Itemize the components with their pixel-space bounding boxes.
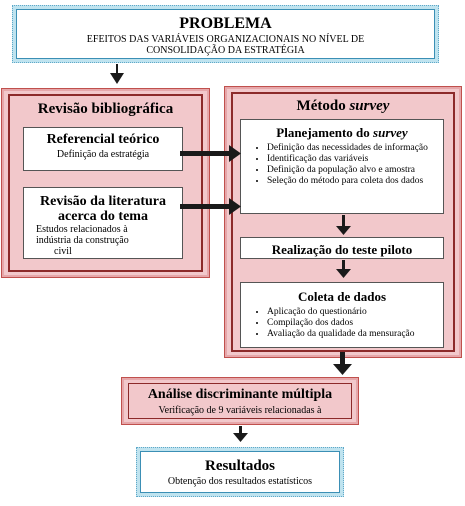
metodo-title: Método survey — [224, 98, 462, 115]
arrow-problema-head — [110, 73, 124, 84]
literatura-sub-3: civil — [54, 246, 72, 257]
literatura-sub-1: Estudos relacionados à — [36, 224, 128, 235]
arrow-problema-shaft — [116, 64, 118, 76]
arrow-analise-head — [233, 433, 248, 442]
teste-box: Realização do teste piloto — [240, 237, 444, 259]
arrow-literatura-shaft — [180, 204, 232, 209]
arrow-metodo-head — [333, 364, 352, 375]
planejamento-item-3: Definição da população alvo e amostra — [267, 165, 437, 176]
arrow-literatura-head — [229, 198, 241, 215]
resultados-inner: Resultados Obtenção dos resultados estat… — [140, 451, 340, 493]
resultados-subtitle: Obtenção dos resultados estatísticos — [167, 476, 313, 487]
problema-box: PROBLEMA EFEITOS DAS VARIÁVEIS ORGANIZAC… — [12, 5, 439, 63]
arrow-referencial-shaft — [180, 151, 232, 156]
problema-line1: EFEITOS DAS VARIÁVEIS ORGANIZACIONAIS NO… — [86, 34, 365, 45]
arrow-analise-shaft — [239, 426, 242, 436]
arrow-planejamento-head — [336, 226, 351, 235]
coleta-box: Coleta de dados Aplicação do questionári… — [240, 282, 444, 348]
resultados-box: Resultados Obtenção dos resultados estat… — [136, 447, 344, 497]
coleta-item-1: Aplicação do questionário — [267, 307, 443, 318]
referencial-subtitle: Definição da estratégia — [56, 149, 150, 160]
planejamento-list: Definição das necessidades de informação… — [241, 143, 443, 187]
problema-inner: PROBLEMA EFEITOS DAS VARIÁVEIS ORGANIZAC… — [16, 9, 435, 59]
literatura-title-2: acerca do tema — [58, 209, 148, 224]
problema-line2: CONSOLIDAÇÃO DA ESTRATÉGIA — [146, 45, 305, 56]
planejamento-box: Planejamento do survey Definição das nec… — [240, 119, 444, 214]
revisao-title: Revisão bibliográfica — [37, 101, 174, 117]
resultados-title: Resultados — [204, 458, 275, 474]
referencial-box: Referencial teórico Definição da estraté… — [23, 127, 183, 171]
planejamento-item-4: Seleção do método para coleta dos dados — [267, 176, 437, 187]
planejamento-item-1: Definição das necessidades de informação — [267, 143, 437, 154]
coleta-title: Coleta de dados — [297, 289, 387, 304]
coleta-list: Aplicação do questionário Compilação dos… — [241, 307, 443, 340]
analise-box — [121, 377, 359, 425]
analise-subtitle: Verificação de 9 variáveis relacionadas … — [158, 405, 322, 416]
problema-title: PROBLEMA — [179, 15, 272, 32]
coleta-item-3: Avaliação da qualidade da mensuração — [267, 329, 443, 340]
planejamento-title-prefix: Planejamento do — [276, 125, 374, 140]
teste-title: Realização do teste piloto — [271, 242, 413, 257]
arrow-planejamento-shaft — [342, 215, 345, 229]
planejamento-title-italic: survey — [373, 125, 408, 140]
planejamento-item-2: Identificação das variáveis — [267, 154, 437, 165]
literatura-sub-2: indústria da construção — [36, 235, 129, 246]
analise-title: Análise discriminante múltipla — [147, 387, 333, 402]
planejamento-title: Planejamento do survey — [241, 125, 443, 141]
metodo-panel-inner — [231, 92, 455, 352]
literatura-title-1: Revisão da literatura — [40, 194, 166, 209]
coleta-item-2: Compilação dos dados — [267, 318, 443, 329]
arrow-metodo-shaft — [340, 352, 345, 366]
analise-inner — [128, 383, 352, 419]
literatura-box: Revisão da literatura acerca do tema Est… — [23, 187, 183, 259]
arrow-teste-head — [336, 269, 351, 278]
referencial-title: Referencial teórico — [46, 132, 160, 147]
metodo-title-italic: survey — [349, 98, 390, 114]
arrow-referencial-head — [229, 145, 241, 162]
arrow-teste-shaft — [342, 260, 345, 272]
revisao-panel-inner — [8, 94, 203, 272]
metodo-title-prefix: Método — [296, 98, 350, 114]
